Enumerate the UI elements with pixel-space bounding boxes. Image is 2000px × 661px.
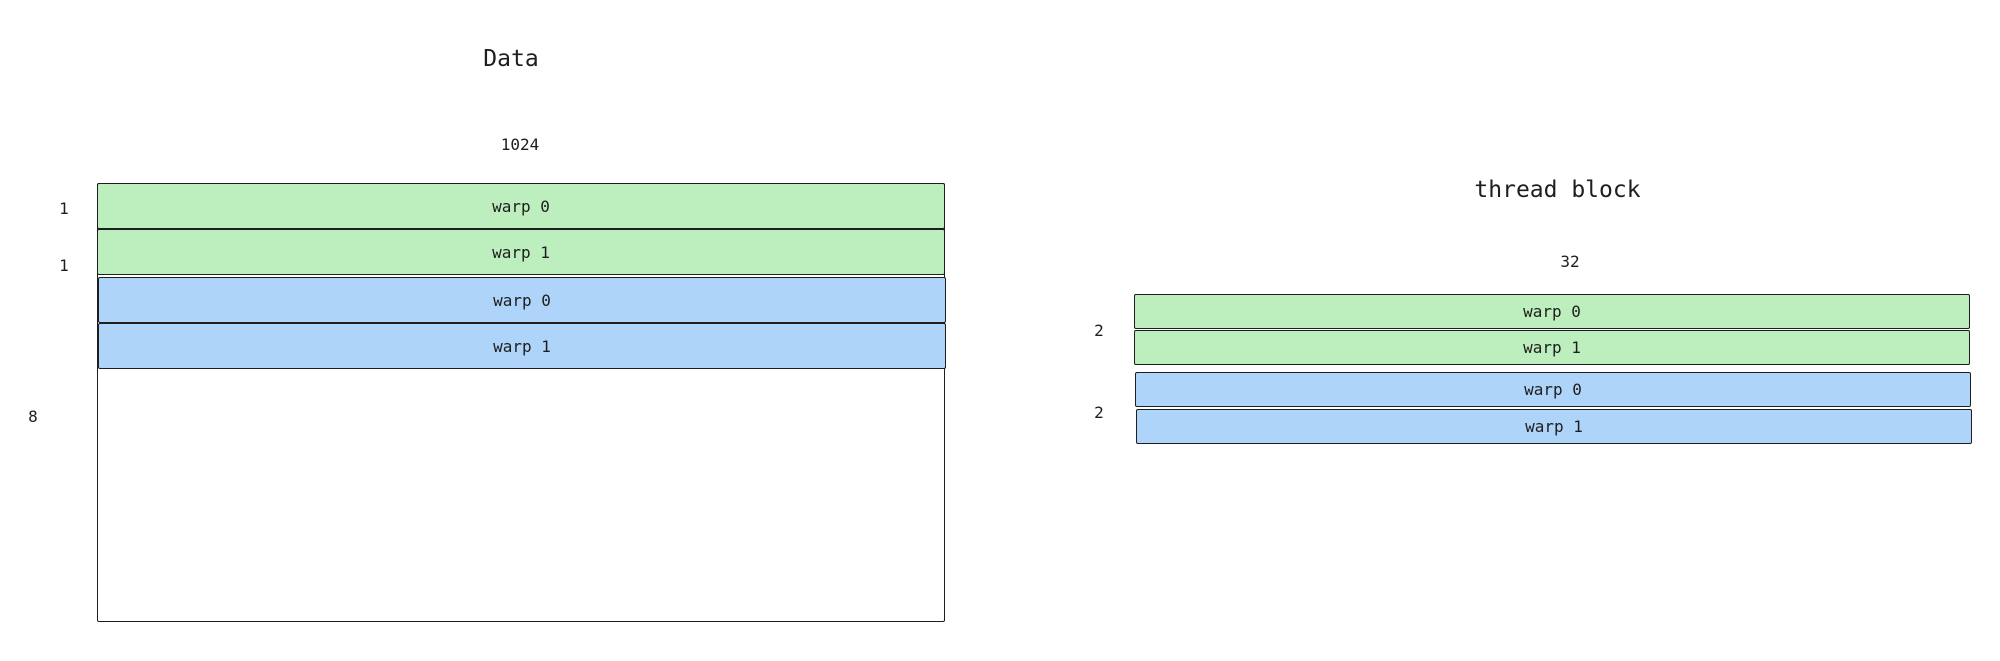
data-warp-1-blue: warp 1 xyxy=(98,323,946,369)
warp-label: warp 1 xyxy=(1525,417,1583,436)
warp-label: warp 0 xyxy=(492,196,550,216)
thread-block-warp-0-blue: warp 0 xyxy=(1135,372,1971,407)
thread-block-row-label-green: 2 xyxy=(1094,321,1104,340)
warp-label: warp 1 xyxy=(492,242,550,262)
data-title: Data xyxy=(483,46,539,72)
data-row-label-warp0: 1 xyxy=(59,199,69,218)
thread-block-width-label: 32 xyxy=(1560,252,1580,271)
data-row-label-rows: 8 xyxy=(28,407,38,426)
thread-block-warp-0-green: warp 0 xyxy=(1134,294,1970,329)
warp-label: warp 1 xyxy=(493,336,551,356)
thread-block-row-label-blue: 2 xyxy=(1094,403,1104,422)
thread-block-warp-1-green: warp 1 xyxy=(1134,330,1970,365)
data-width-label: 1024 xyxy=(500,135,540,154)
thread-block-title: thread block xyxy=(1474,177,1641,203)
data-warp-0-blue: warp 0 xyxy=(98,277,946,323)
warp-label: warp 0 xyxy=(1523,302,1581,321)
data-warp-0-green: warp 0 xyxy=(97,183,945,229)
warp-label: warp 0 xyxy=(1524,380,1582,399)
data-warp-1-green: warp 1 xyxy=(97,229,945,275)
warp-label: warp 0 xyxy=(493,290,551,310)
data-row-label-warp1: 1 xyxy=(59,256,69,275)
warp-label: warp 1 xyxy=(1523,338,1581,357)
thread-block-warp-1-blue: warp 1 xyxy=(1136,409,1972,444)
